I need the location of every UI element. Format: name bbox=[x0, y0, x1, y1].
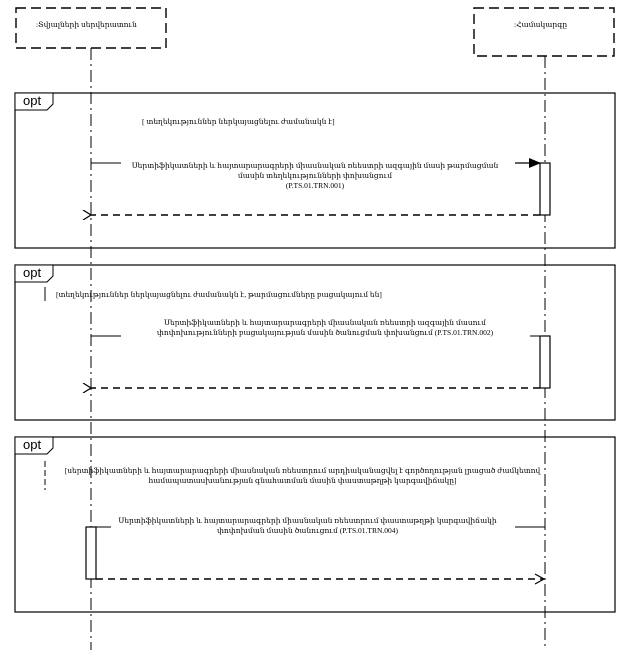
fragment-3-tag bbox=[14, 436, 54, 455]
fragment-1-message-line-1: Սերտիֆիկատների և հայտարարագրերի միասնակա… bbox=[131, 161, 499, 170]
fragment-2-message-line-1: Սերտիֆիկատների և հայտարարագրերի միասնակա… bbox=[164, 318, 486, 327]
fragment-2-tag bbox=[14, 264, 54, 283]
fragment-3-message: Սերտիֆիկատների և հայտարարագրերի միասնակա… bbox=[110, 516, 505, 536]
activation-bar-3 bbox=[85, 526, 97, 580]
return-3-arrowhead bbox=[534, 573, 546, 585]
fragment-1-operator: opt bbox=[23, 93, 42, 108]
fragment-2-frame bbox=[14, 264, 616, 421]
activation-bar-1 bbox=[539, 162, 551, 216]
fragment-1-frame bbox=[14, 92, 616, 249]
fragment-1-guard: [ տեղեկություններ ներկայացնելու ժամանակն… bbox=[142, 117, 335, 126]
fragment-1-message: Սերտիֆիկատների և հայտարարագրերի միասնակա… bbox=[125, 161, 505, 191]
participant-right-box bbox=[473, 7, 615, 57]
fragment-3-operator: opt bbox=[23, 437, 42, 452]
fragment-2-message: Սերտիֆիկատների և հայտարարագրերի միասնակա… bbox=[125, 318, 525, 338]
participant-left-box bbox=[15, 7, 167, 49]
fragment-1-message-line-2: մասին տեղեկությունների փոխանցում bbox=[237, 171, 393, 180]
fragment-3-guard: [սերտիֆիկատների և հայտարարագրերի միասնակ… bbox=[55, 466, 550, 486]
fragment-3-message-line-2: փոփոխման մասին ծանուցում (P.TS.01.TRN.00… bbox=[216, 526, 399, 535]
fragment-1-tag bbox=[14, 92, 54, 111]
fragment-2-guard: [տեղեկություններ ներկայացնելու ժամանակն … bbox=[56, 290, 382, 299]
participant-right-label: :Համակարգը bbox=[514, 20, 568, 29]
fragment-1-message-line-3: (P.TS.01.TRN.001) bbox=[285, 181, 345, 190]
activation-bar-2 bbox=[539, 335, 551, 389]
fragment-2-message-line-2: փոփոխությունների բացակայության մասին ծան… bbox=[156, 328, 494, 337]
fragment-3-guard-line-2: համապատասխանության գնահատման մասին փաստա… bbox=[148, 476, 457, 485]
fragment-3-message-line-1: Սերտիֆիկատների և հայտարարագրերի միասնակա… bbox=[118, 516, 497, 525]
fragment-3-frame bbox=[14, 436, 616, 613]
fragment-2-operator: opt bbox=[23, 265, 42, 280]
fragment-3-guard-line-1: [սերտիֆիկատների և հայտարարագրերի միասնակ… bbox=[64, 466, 541, 475]
participant-left-label: :Տվյալների սերվերատուն bbox=[36, 20, 137, 29]
